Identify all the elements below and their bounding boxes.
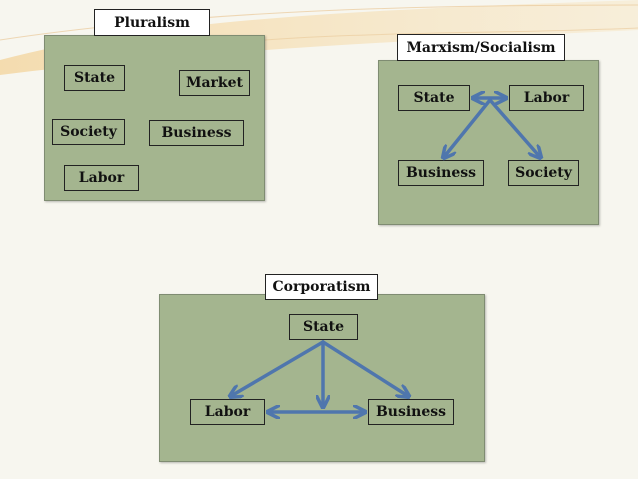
corporatism-title: Corporatism xyxy=(265,274,378,300)
corporatism-state-box: State xyxy=(289,314,358,340)
marxism-society-box: Society xyxy=(508,160,579,186)
pluralism-business-box: Business xyxy=(149,120,244,146)
pluralism-market-box: Market xyxy=(179,70,250,96)
pluralism-state-box: State xyxy=(64,65,125,91)
pluralism-society-box: Society xyxy=(52,119,125,145)
marxism-labor-box: Labor xyxy=(509,85,584,111)
corporatism-labor-box: Labor xyxy=(190,399,265,425)
pluralism-title: Pluralism xyxy=(94,9,210,36)
pluralism-labor-box: Labor xyxy=(64,165,139,191)
marxism-state-box: State xyxy=(398,85,470,111)
marxism-title: Marxism/Socialism xyxy=(397,34,565,61)
marxism-business-box: Business xyxy=(398,160,484,186)
corporatism-business-box: Business xyxy=(368,399,454,425)
